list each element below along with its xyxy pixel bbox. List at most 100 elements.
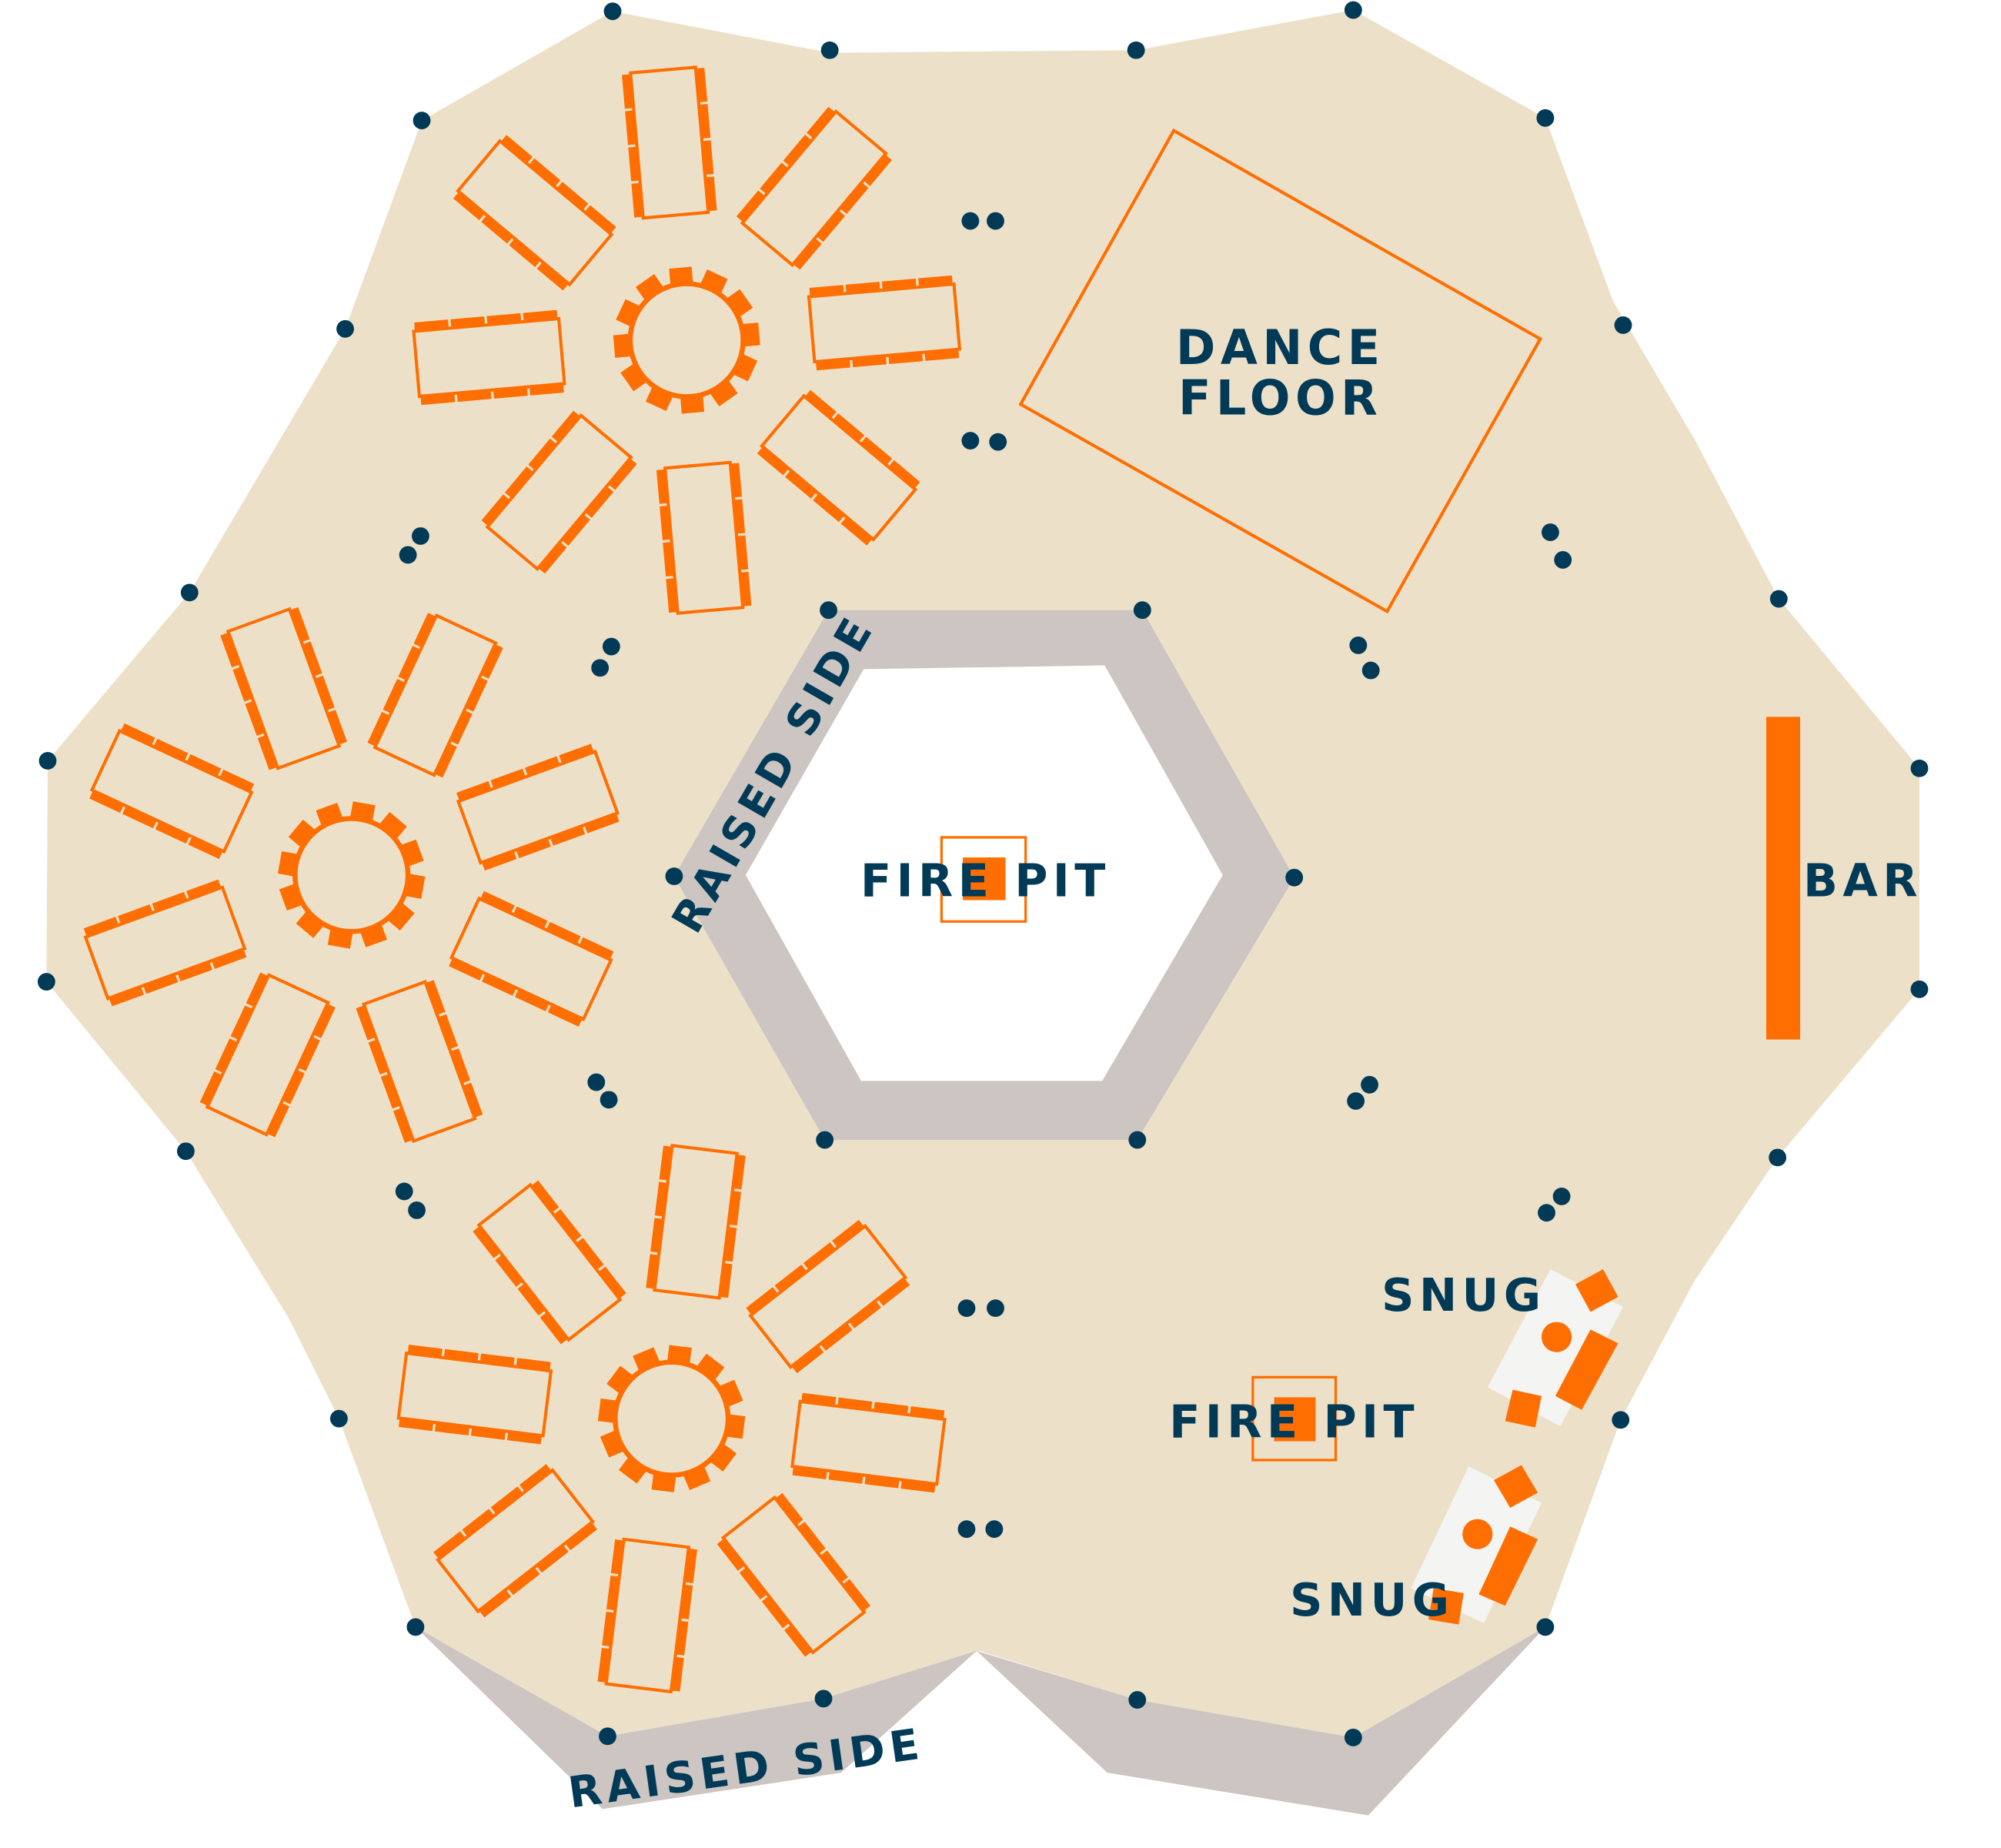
- chair: [813, 490, 847, 523]
- chair: [387, 902, 415, 931]
- chair: [288, 819, 316, 847]
- pillar: [820, 41, 839, 59]
- pillar: [176, 1142, 195, 1161]
- pillar: [1612, 1411, 1630, 1429]
- chair: [803, 1241, 838, 1273]
- snug-chair: [1505, 1389, 1542, 1428]
- pillar: [961, 432, 980, 449]
- long-table: [83, 879, 247, 1007]
- chair: [817, 1320, 853, 1352]
- pillar: [957, 1520, 976, 1539]
- chair: [651, 1473, 676, 1492]
- chair: [746, 1287, 781, 1318]
- pillar: [587, 1073, 606, 1091]
- pillar: [1910, 980, 1929, 998]
- pillar: [1344, 1, 1362, 19]
- long-table: [89, 723, 255, 860]
- chair: [710, 379, 738, 406]
- long-table: [597, 1537, 697, 1694]
- chair: [582, 483, 614, 518]
- pillar: [814, 1689, 833, 1708]
- dance-floor: [1018, 128, 1543, 614]
- chair: [886, 459, 920, 492]
- long-table: [220, 607, 347, 770]
- dance-floor-label-line2: FLOOR: [1178, 369, 1382, 426]
- long-table: [412, 309, 566, 406]
- chair: [840, 1579, 870, 1614]
- chair: [550, 1208, 582, 1244]
- pillar: [816, 1131, 834, 1149]
- chair: [774, 1265, 810, 1296]
- fire-pit-lower-label: FIRE PIT: [1169, 1395, 1419, 1449]
- pillar: [1769, 590, 1788, 608]
- chair: [533, 1542, 569, 1573]
- snug-chair: [1428, 1588, 1464, 1625]
- chair: [785, 467, 820, 499]
- long-table: [481, 410, 637, 574]
- chair: [733, 353, 758, 382]
- long-table: [473, 1180, 626, 1345]
- chair: [498, 135, 533, 167]
- chair: [635, 274, 664, 301]
- pillar: [37, 973, 55, 991]
- pillar: [1349, 636, 1368, 654]
- chair: [717, 1536, 748, 1571]
- chair: [473, 1223, 504, 1258]
- pillars: [37, 1, 1929, 1746]
- chair: [495, 1252, 526, 1287]
- fire-pit-center: FIRE PIT: [860, 836, 1105, 923]
- table-cluster: [83, 607, 620, 1144]
- chair: [669, 266, 693, 286]
- pillar: [987, 1299, 1004, 1318]
- chair: [813, 207, 846, 242]
- chair: [742, 322, 760, 347]
- long-table: [646, 1144, 746, 1300]
- chair: [535, 540, 567, 574]
- chair: [794, 1522, 826, 1556]
- chair: [847, 1297, 881, 1328]
- pillar: [1128, 1691, 1147, 1709]
- round-table: [277, 801, 426, 949]
- pillar: [591, 659, 610, 677]
- pillar: [1128, 1131, 1147, 1149]
- chair: [519, 1464, 554, 1495]
- long-table: [736, 106, 892, 270]
- pillar: [820, 601, 837, 620]
- pillar: [1538, 1204, 1555, 1222]
- chair: [739, 1565, 770, 1600]
- round-table: [597, 1345, 746, 1492]
- long-table: [456, 744, 620, 871]
- chair: [667, 1345, 692, 1365]
- pillar: [600, 1091, 618, 1109]
- chair: [605, 456, 637, 490]
- long-table: [757, 389, 920, 546]
- chair: [830, 413, 864, 445]
- pillar: [1769, 1148, 1787, 1167]
- pillar: [1554, 551, 1572, 569]
- pillar: [395, 1182, 413, 1201]
- snug-upper: [1487, 1269, 1624, 1428]
- chair: [528, 438, 560, 473]
- chair: [554, 182, 589, 213]
- long-table: [199, 972, 336, 1138]
- chair: [832, 1219, 867, 1251]
- chair: [760, 162, 792, 197]
- pillar: [399, 546, 417, 564]
- chair: [536, 259, 571, 291]
- chair: [726, 289, 753, 317]
- pillar: [985, 1520, 1004, 1539]
- chair: [837, 179, 869, 214]
- chair: [783, 135, 815, 169]
- long-table: [396, 1344, 553, 1445]
- pillar: [602, 637, 620, 656]
- snug-lower: [1411, 1465, 1542, 1625]
- chair: [606, 1365, 633, 1394]
- chair: [618, 1456, 647, 1484]
- chair: [563, 1519, 597, 1551]
- table-cluster: [412, 65, 962, 615]
- chair: [840, 513, 875, 546]
- chair: [736, 190, 768, 225]
- long-table: [356, 980, 483, 1144]
- pillar: [1347, 1092, 1365, 1110]
